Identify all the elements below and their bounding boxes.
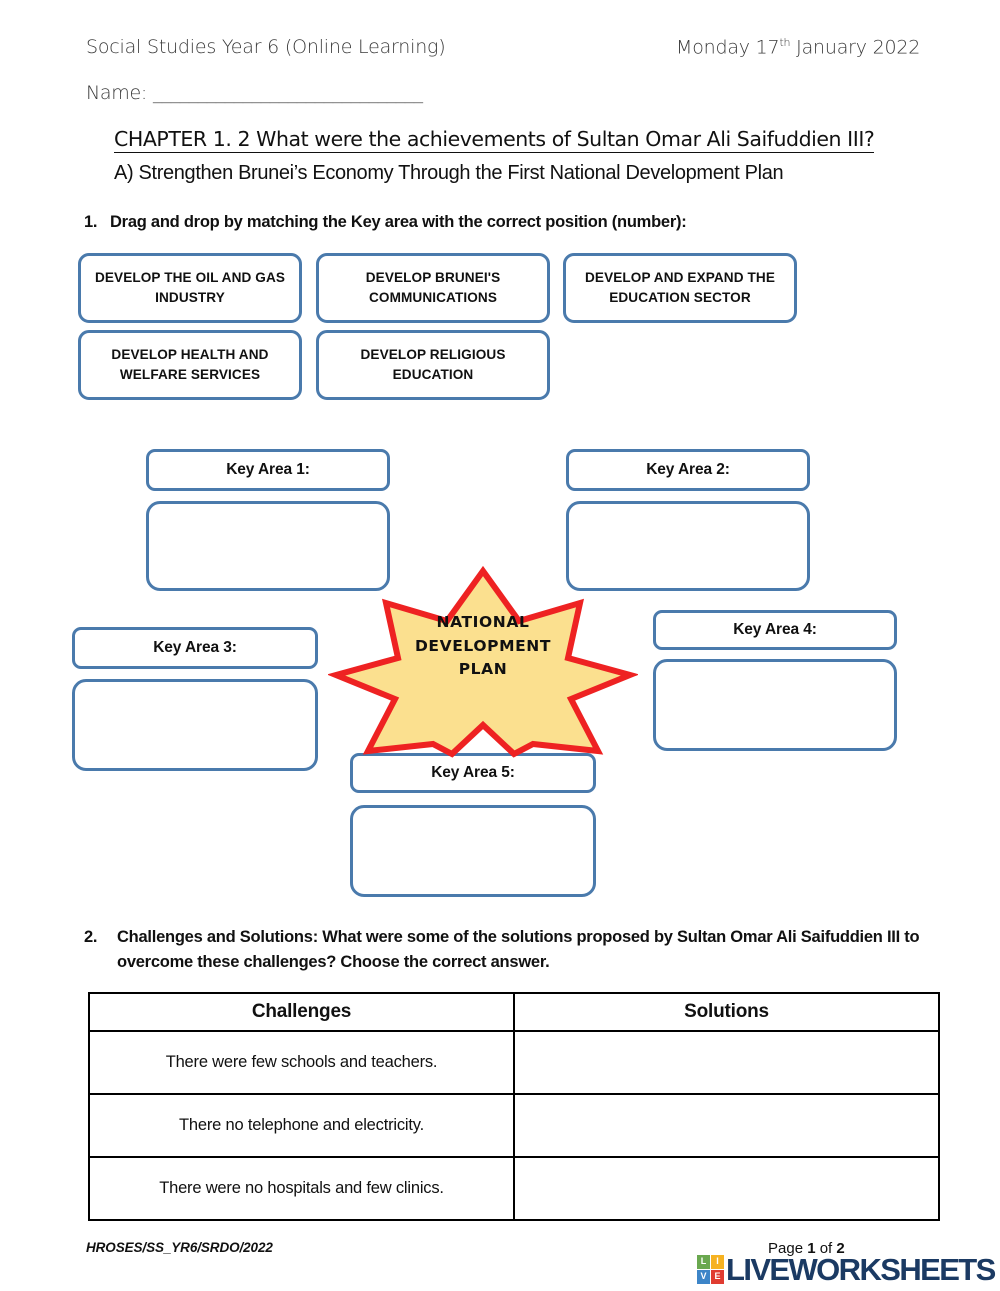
key-area-5-label: Key Area 5:: [350, 753, 596, 793]
question-1-number: 1.: [84, 213, 98, 231]
logo-letter-l: L: [697, 1254, 710, 1269]
question-2-prompt: 2. Challenges and Solutions: What were s…: [84, 925, 954, 975]
column-header-solutions: Solutions: [513, 992, 940, 1032]
logo-letter-v: V: [697, 1269, 710, 1284]
star-shape-icon: [328, 565, 638, 758]
solution-cell-1[interactable]: [513, 1030, 940, 1095]
section-subtitle: A) Strengthen Brunei’s Economy Through t…: [114, 162, 784, 184]
logo-squares-icon: L I V E: [697, 1254, 724, 1284]
national-development-plan-star: NATIONAL DEVELOPMENT PLAN: [328, 565, 638, 760]
solution-cell-3[interactable]: [513, 1156, 940, 1221]
logo-wordmark: LIVEWORKSHEETS: [726, 1251, 996, 1287]
name-input-line[interactable]: ______________________________: [153, 83, 424, 104]
drag-item-oil-gas[interactable]: DEVELOP THE OIL AND GAS INDUSTRY: [78, 253, 302, 323]
key-area-3-dropzone[interactable]: [72, 679, 318, 771]
drag-item-communications[interactable]: DEVELOP BRUNEI'S COMMUNICATIONS: [316, 253, 550, 323]
drag-item-health-welfare[interactable]: DEVELOP HEALTH AND WELFARE SERVICES: [78, 330, 302, 400]
challenges-solutions-table: Challenges Solutions There were few scho…: [88, 992, 940, 1221]
challenge-cell-3: There were no hospitals and few clinics.: [88, 1156, 515, 1221]
name-label: Name:: [86, 82, 147, 104]
course-title: Social Studies Year 6 (Online Learning): [86, 36, 446, 58]
page-label: Page: [768, 1240, 808, 1257]
question-2-text: Challenges and Solutions: What were some…: [117, 928, 920, 972]
date-prefix: Monday 17: [676, 36, 780, 59]
key-area-2-label: Key Area 2:: [566, 449, 810, 491]
logo-letter-e: E: [711, 1269, 724, 1284]
challenge-cell-1: There were few schools and teachers.: [88, 1030, 515, 1095]
question-2-number: 2.: [84, 928, 98, 946]
page-number: Page 1 of 2: [768, 1240, 845, 1257]
table-header-row: Challenges Solutions: [88, 992, 940, 1032]
date-suffix: January 2022: [790, 36, 921, 59]
key-area-1-dropzone[interactable]: [146, 501, 390, 591]
name-field-row: Name: ______________________________: [86, 82, 423, 104]
key-area-2-dropzone[interactable]: [566, 501, 810, 591]
liveworksheets-logo: L I V E LIVEWORKSHEETS: [697, 1251, 996, 1287]
challenge-cell-2: There no telephone and electricity.: [88, 1093, 515, 1158]
column-header-challenges: Challenges: [88, 992, 515, 1032]
page-of: of: [815, 1240, 837, 1257]
key-area-4-label: Key Area 4:: [653, 610, 897, 650]
document-reference-code: HROSES/SS_YR6/SRDO/2022: [86, 1240, 273, 1255]
key-area-1-label: Key Area 1:: [146, 449, 390, 491]
logo-letter-i: I: [711, 1254, 724, 1269]
page-title: CHAPTER 1. 2 What were the achievements …: [114, 127, 875, 154]
worksheet-date: Monday 17th January 2022: [676, 36, 920, 58]
question-1-text: Drag and drop by matching the Key area w…: [110, 213, 687, 231]
table-row: There were few schools and teachers.: [88, 1030, 940, 1095]
key-area-5-dropzone[interactable]: [350, 805, 596, 897]
table-row: There no telephone and electricity.: [88, 1093, 940, 1158]
table-row: There were no hospitals and few clinics.: [88, 1156, 940, 1221]
key-area-3-label: Key Area 3:: [72, 627, 318, 669]
key-area-4-dropzone[interactable]: [653, 659, 897, 751]
solution-cell-2[interactable]: [513, 1093, 940, 1158]
date-ordinal-suffix: th: [779, 36, 791, 49]
page-total: 2: [836, 1240, 845, 1257]
drag-item-religious-education[interactable]: DEVELOP RELIGIOUS EDUCATION: [316, 330, 550, 400]
question-1-prompt: 1. Drag and drop by matching the Key area…: [84, 213, 964, 232]
drag-item-education-sector[interactable]: DEVELOP AND EXPAND THE EDUCATION SECTOR: [563, 253, 797, 323]
page-current: 1: [807, 1240, 816, 1257]
